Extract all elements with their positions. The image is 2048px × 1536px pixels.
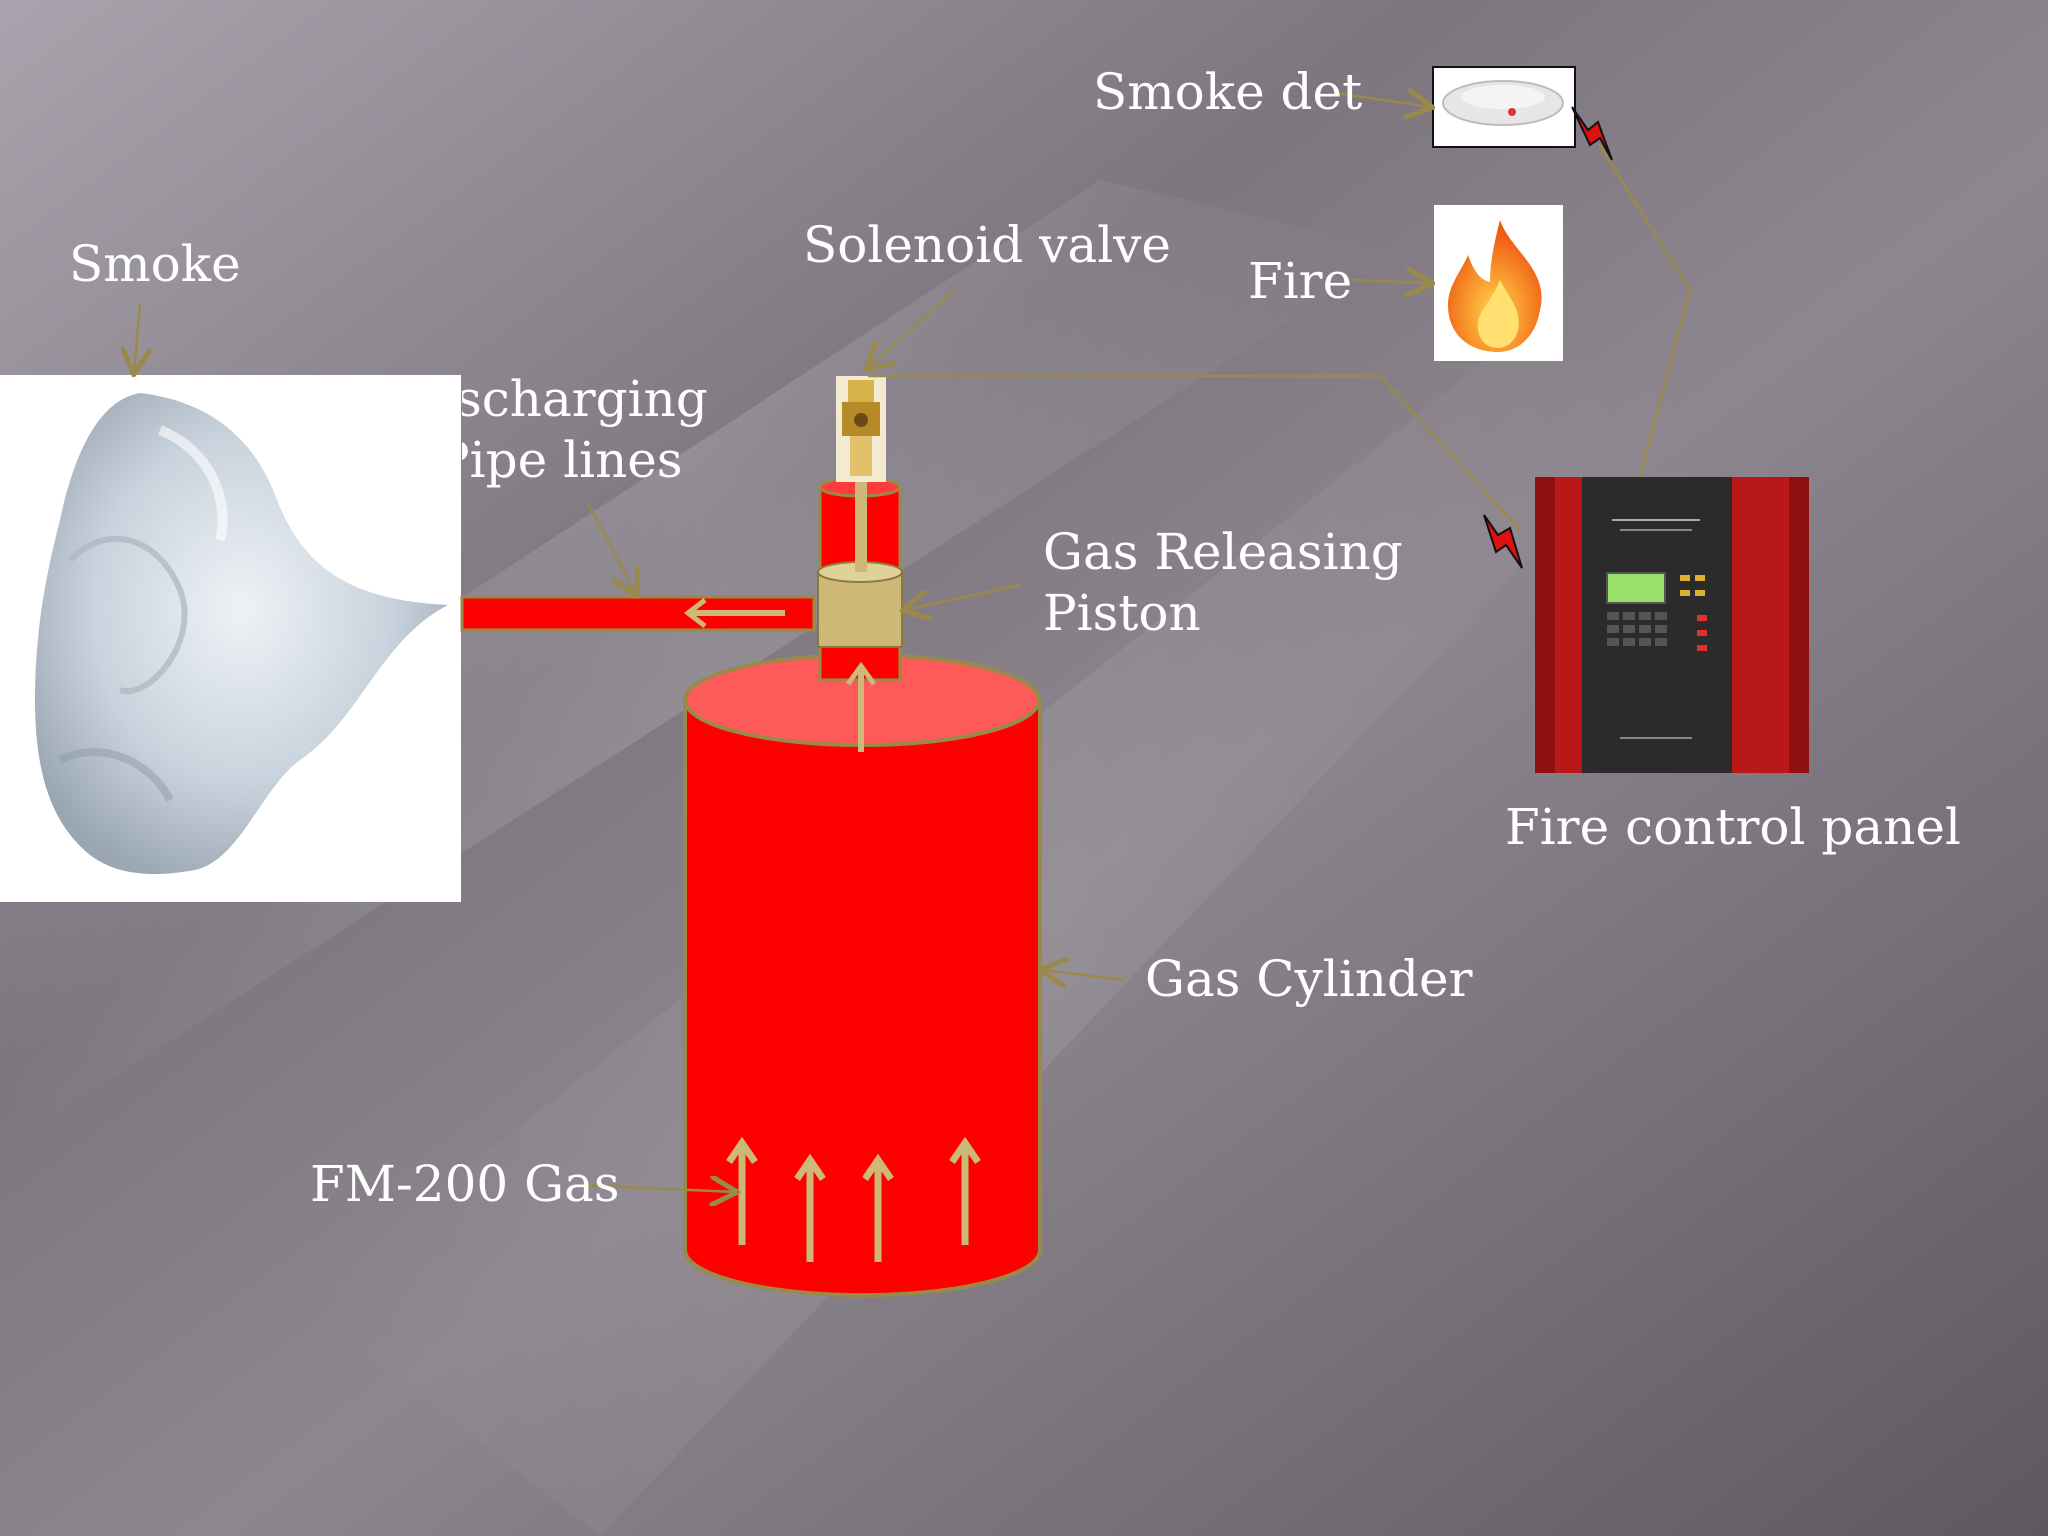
label-gas-cylinder: Gas Cylinder	[1145, 950, 1473, 1008]
label-fire: Fire	[1248, 252, 1353, 310]
label-smoke: Smoke	[69, 235, 241, 293]
label-discharging-line2: Pipe lines	[462, 431, 683, 489]
label-fm200-gas: FM-200 Gas	[310, 1155, 620, 1213]
label-gas-releasing-line1: Gas Releasing	[1043, 523, 1403, 581]
fire-control-panel-icon	[1535, 477, 1809, 773]
smoke-cloud-icon	[0, 375, 461, 902]
smoke-detector-icon	[1432, 66, 1576, 148]
label-discharging-line1: Discharging	[462, 370, 708, 428]
label-solenoid-valve: Solenoid valve	[803, 216, 1172, 274]
wiring-lines	[868, 142, 1692, 531]
signal-bolt-icon	[1483, 106, 1613, 569]
label-smoke-detector: Smoke det	[1093, 63, 1363, 121]
gas-releasing-piston	[817, 475, 903, 752]
gas-flow-arrows	[726, 1136, 981, 1262]
leader-arrows	[134, 93, 1430, 1192]
label-fire-control-panel: Fire control panel	[1505, 798, 1961, 856]
solenoid-valve-icon	[836, 376, 886, 482]
discharge-pipe	[460, 595, 816, 632]
flame-icon	[1434, 205, 1563, 361]
light-streak	[0, 180, 1400, 1150]
label-gas-releasing-line2: Piston	[1043, 584, 1201, 642]
label-discharging-pipe-lines: Discharging Pipe lines	[462, 368, 722, 508]
